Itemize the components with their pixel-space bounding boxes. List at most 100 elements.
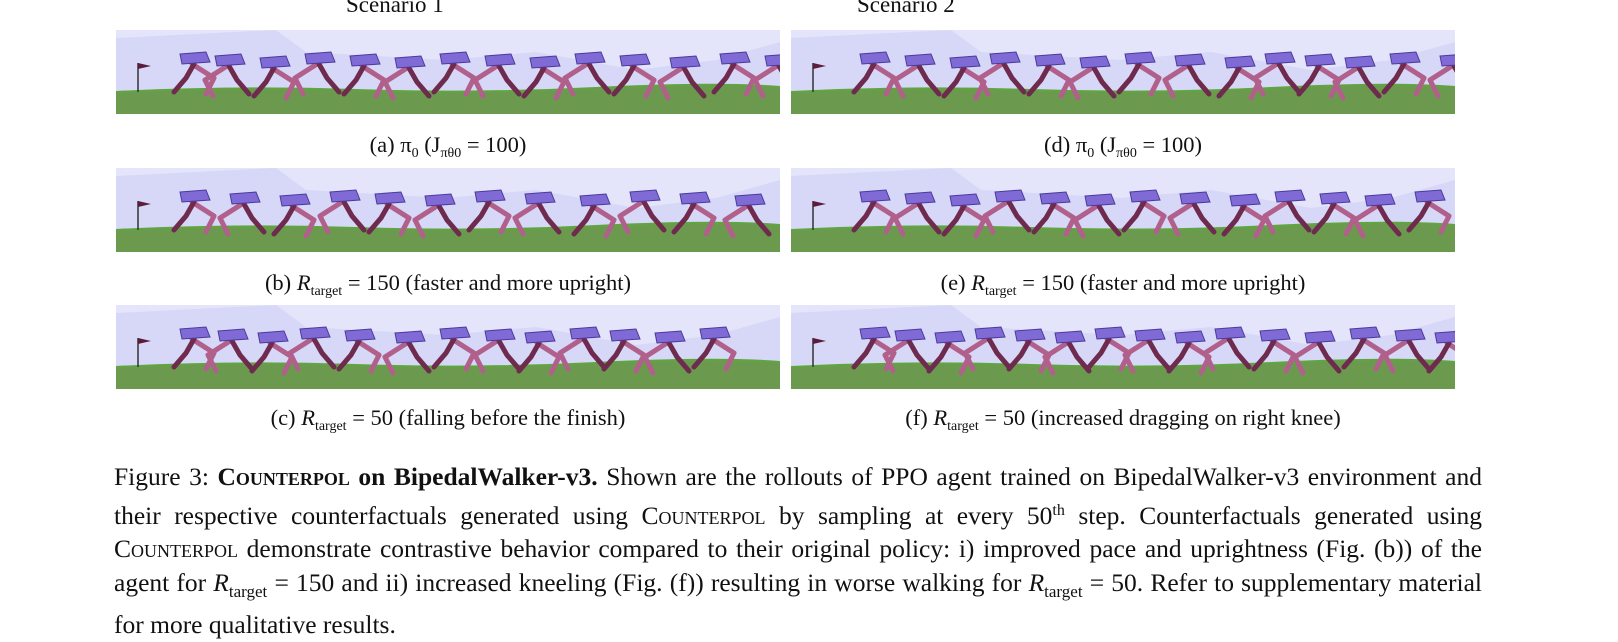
- walker-hull: [1304, 53, 1336, 67]
- walker-leg: [202, 63, 230, 99]
- walker-hull: [259, 55, 291, 69]
- walker-hull: [1129, 189, 1161, 203]
- walker-leg: [226, 63, 252, 97]
- walker-leg: [892, 201, 920, 237]
- walker: [1292, 330, 1342, 376]
- walker-hull: [619, 53, 651, 67]
- rollout-panel-c: [116, 305, 780, 389]
- walker-leg: [641, 199, 667, 233]
- walker-leg: [406, 340, 432, 374]
- caption-e: (e) Rtarget = 150 (faster and more uprig…: [940, 270, 1306, 299]
- walker-leg: [892, 63, 920, 99]
- walker-leg: [571, 203, 597, 237]
- walker: [1072, 193, 1122, 239]
- ground: [791, 84, 1455, 114]
- walker-leg: [1006, 199, 1032, 233]
- walker: [892, 53, 942, 99]
- walker-hull: [214, 53, 246, 67]
- walker: [1427, 54, 1455, 99]
- walker-hull: [609, 328, 641, 342]
- walker-leg: [287, 336, 315, 372]
- walker-leg: [1427, 63, 1455, 99]
- walker-leg: [1332, 65, 1360, 101]
- walker-leg: [1162, 63, 1190, 99]
- walker: [1086, 326, 1132, 372]
- walker-leg: [1406, 338, 1432, 372]
- walker: [1122, 328, 1172, 374]
- walker: [472, 53, 522, 99]
- walker-leg: [962, 336, 990, 372]
- walker-hull: [524, 191, 556, 205]
- walker-leg: [1026, 63, 1052, 97]
- rollout-panel-b: [116, 168, 780, 252]
- walker-leg: [311, 336, 337, 370]
- walker-leg: [916, 201, 942, 235]
- walker-leg: [1444, 340, 1455, 352]
- walker-hull: [484, 328, 516, 342]
- walker-leg: [691, 336, 717, 370]
- walker: [1332, 55, 1382, 101]
- walker-leg: [689, 201, 717, 237]
- walker-hull: [524, 330, 556, 344]
- walker-leg: [241, 201, 267, 235]
- walker-leg: [539, 65, 567, 101]
- walker-leg: [589, 203, 617, 239]
- walker-hull: [579, 193, 611, 207]
- walker-leg: [341, 199, 367, 233]
- walker-leg: [1042, 340, 1070, 376]
- walker-hull: [1214, 326, 1246, 340]
- walker-hull: [1364, 193, 1396, 207]
- walker-hull: [1014, 328, 1046, 342]
- walker-leg: [251, 65, 277, 99]
- walker-leg: [1216, 65, 1242, 99]
- walker-leg: [1341, 336, 1367, 370]
- walker-hull: [654, 330, 686, 344]
- walker-leg: [412, 203, 440, 239]
- walker-leg: [586, 61, 612, 95]
- walker-leg: [1134, 61, 1162, 97]
- walker: [412, 193, 462, 239]
- walker-hull: [574, 51, 606, 65]
- walker: [382, 55, 432, 101]
- walker-hull: [229, 191, 261, 205]
- walker-hull: [859, 189, 891, 203]
- walker: [617, 189, 667, 235]
- walker-leg: [629, 63, 657, 99]
- walker-leg: [557, 336, 585, 372]
- walker-leg: [1072, 203, 1100, 239]
- walker-hull: [1084, 193, 1116, 207]
- walker-hull: [179, 51, 211, 65]
- walker: [977, 51, 1027, 97]
- walker: [1042, 330, 1092, 376]
- flag: [138, 338, 151, 344]
- walker-hull: [1174, 53, 1206, 67]
- walker-hull: [1179, 191, 1211, 205]
- walker-hull: [1349, 326, 1381, 340]
- column-title-scenario-1: Scenario 1: [346, 0, 444, 17]
- walker-leg: [336, 338, 362, 372]
- walker-leg: [1139, 199, 1167, 235]
- walker-leg: [752, 63, 780, 99]
- walker-leg: [1262, 199, 1290, 235]
- ground: [116, 222, 780, 252]
- walker-hull: [1134, 328, 1166, 342]
- walker-leg: [341, 63, 367, 97]
- walker-leg: [681, 65, 707, 99]
- walker: [1167, 191, 1217, 237]
- walker-leg: [1086, 336, 1112, 370]
- walker-leg: [1001, 61, 1027, 95]
- walker-hull: [764, 54, 780, 67]
- walker: [217, 191, 267, 237]
- walker: [472, 328, 522, 374]
- walker-hull: [217, 328, 249, 342]
- grass-edge: [791, 358, 1455, 368]
- walker-leg: [986, 336, 1012, 370]
- walker-leg: [1251, 338, 1277, 372]
- walker-hull: [719, 51, 751, 65]
- walker-leg: [1116, 61, 1142, 95]
- walker-leg: [1252, 61, 1280, 97]
- caption-b: (b) Rtarget = 150 (faster and more uprig…: [264, 270, 632, 299]
- walker-leg: [1167, 201, 1195, 237]
- walker-hull: [439, 326, 471, 340]
- walker-leg: [229, 338, 255, 372]
